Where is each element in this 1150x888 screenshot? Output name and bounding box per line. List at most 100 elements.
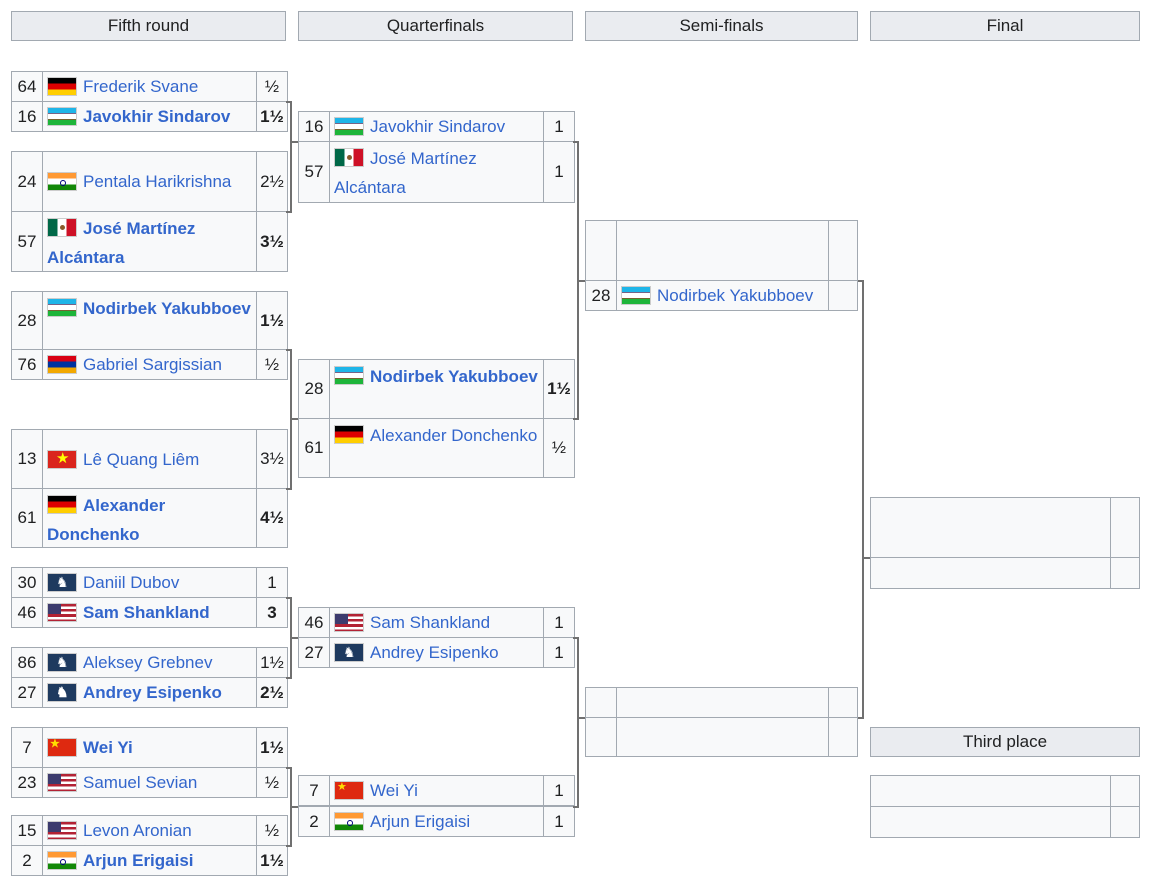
flag-de-icon [47, 495, 77, 514]
r5-row-player[interactable]: Pentala Harikrishna [42, 151, 257, 212]
r5-row-score: 2½ [256, 151, 288, 212]
qf-row-seed: 46 [298, 607, 330, 638]
connector-line [286, 597, 292, 599]
player-name: Pentala Harikrishna [83, 172, 232, 191]
connector-line [286, 349, 292, 351]
r5-row-score: 1½ [256, 647, 288, 678]
flag-cn-icon [47, 738, 77, 757]
r5-row-player[interactable]: Levon Aronian [42, 815, 257, 846]
connector-line [858, 717, 864, 719]
flag-us-icon [334, 613, 364, 632]
qf-row-seed: 16 [298, 111, 330, 142]
r5-row-player[interactable]: Gabriel Sargissian [42, 349, 257, 380]
r5-row-player[interactable]: Andrey Esipenko [42, 677, 257, 708]
player-name: José Martínez Alcántara [47, 219, 196, 267]
player-name: Aleksey Grebnev [83, 653, 213, 672]
player-name: Arjun Erigaisi [83, 851, 194, 870]
qf-row-player[interactable]: Andrey Esipenko [329, 637, 544, 668]
r5-row-score: 1 [256, 567, 288, 598]
connector-line [573, 806, 579, 808]
r5-row-player[interactable]: Frederik Svane [42, 71, 257, 102]
qf-row-score: 1 [543, 637, 575, 668]
qf-row-score: ½ [543, 418, 575, 478]
qf-row-player[interactable]: Nodirbek Yakubboev [329, 359, 544, 419]
flag-us-icon [47, 821, 77, 840]
r5-row-seed: 61 [11, 488, 43, 548]
connector-line [573, 418, 579, 420]
qf-row-seed: 57 [298, 141, 330, 203]
final-row-score [1110, 497, 1140, 558]
r5-row-seed: 76 [11, 349, 43, 380]
r5-row-player[interactable]: Wei Yi [42, 727, 257, 768]
r5-row-player[interactable]: Alexander Donchenko [42, 488, 257, 548]
sf-row-score [828, 717, 858, 757]
connector-line [286, 845, 292, 847]
r5-row-player[interactable]: Nodirbek Yakubboev [42, 291, 257, 350]
flag-us-icon [47, 603, 77, 622]
player-name: Alexander Donchenko [47, 496, 166, 544]
flag-am-icon [47, 355, 77, 374]
r5-row-seed: 7 [11, 727, 43, 768]
r5-row-score: 4½ [256, 488, 288, 548]
connector-line [573, 637, 579, 639]
sf-row-player[interactable]: Nodirbek Yakubboev [616, 280, 829, 311]
r5-row-player[interactable]: Javokhir Sindarov [42, 101, 257, 132]
qf-row-score: 1 [543, 141, 575, 203]
r5-row-player[interactable]: Lê Quang Liêm [42, 429, 257, 489]
header-quarterfinals: Quarterfinals [298, 11, 573, 41]
player-name: Wei Yi [370, 781, 418, 800]
r5-row-score: 3½ [256, 429, 288, 489]
player-name: José Martínez Alcántara [334, 149, 477, 197]
connector-line [290, 101, 292, 213]
player-name: Samuel Sevian [83, 773, 198, 792]
r5-row-player[interactable]: José Martínez Alcántara [42, 211, 257, 272]
qf-row-player[interactable]: Sam Shankland [329, 607, 544, 638]
player-name: Andrey Esipenko [83, 683, 222, 702]
r5-row-player[interactable]: Arjun Erigaisi [42, 845, 257, 876]
r5-row-player[interactable]: Samuel Sevian [42, 767, 257, 798]
flag-vn-icon [47, 449, 77, 469]
connector-line [290, 637, 298, 639]
r5-row-seed: 64 [11, 71, 43, 102]
connector-line [577, 637, 579, 808]
flag-fide-icon [47, 683, 77, 702]
r5-row-player[interactable]: Sam Shankland [42, 597, 257, 628]
connector-line [290, 806, 298, 808]
connector-line [286, 101, 292, 103]
qf-row-player[interactable]: José Martínez Alcántara [329, 141, 544, 203]
r5-row-seed: 28 [11, 291, 43, 350]
flag-in-icon [334, 812, 364, 831]
r5-row-seed: 86 [11, 647, 43, 678]
third-place-row-player [870, 775, 1111, 808]
r5-row-score: ½ [256, 349, 288, 380]
header-semifinals: Semi-finals [585, 11, 858, 41]
qf-row-player[interactable]: Alexander Donchenko [329, 418, 544, 478]
connector-line [290, 418, 298, 420]
player-name: Nodirbek Yakubboev [657, 286, 814, 305]
qf-row-seed: 2 [298, 806, 330, 837]
player-name: Gabriel Sargissian [83, 355, 222, 374]
r5-row-score: 3½ [256, 211, 288, 272]
player-name: Daniil Dubov [83, 573, 180, 592]
r5-row-player[interactable]: Daniil Dubov [42, 567, 257, 598]
sf-row-score [828, 220, 858, 281]
r5-row-score: 2½ [256, 677, 288, 708]
sf-row-seed [585, 687, 617, 718]
qf-row-player[interactable]: Javokhir Sindarov [329, 111, 544, 142]
qf-row-seed: 7 [298, 775, 330, 806]
connector-line [286, 488, 292, 490]
connector-line [862, 557, 870, 559]
r5-row-player[interactable]: Aleksey Grebnev [42, 647, 257, 678]
qf-row-player[interactable]: Arjun Erigaisi [329, 806, 544, 837]
player-name: Arjun Erigaisi [370, 812, 471, 831]
connector-line [286, 677, 292, 679]
qf-row-score: 1 [543, 806, 575, 837]
qf-row-player[interactable]: Wei Yi [329, 775, 544, 806]
player-name: Frederik Svane [83, 77, 199, 96]
flag-uz-icon [334, 117, 364, 136]
flag-in-icon [47, 172, 77, 191]
sf-row-seed [585, 717, 617, 757]
player-name: Wei Yi [83, 738, 133, 757]
sf-row-player [616, 687, 829, 718]
connector-line [862, 280, 864, 719]
